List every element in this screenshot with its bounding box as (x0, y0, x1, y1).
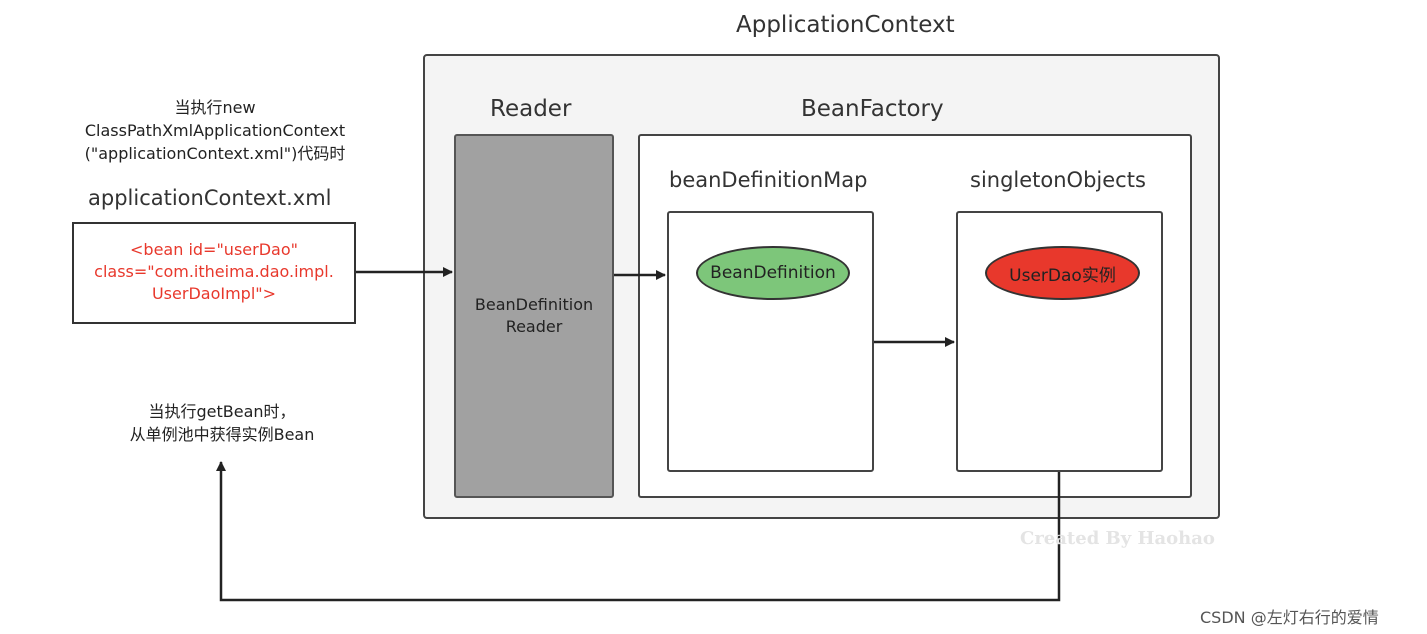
bean-definition-map-box (667, 211, 874, 472)
bean-definition-map-title: beanDefinitionMap (669, 168, 868, 192)
xml-file-title: applicationContext.xml (88, 186, 332, 210)
singleton-objects-box (956, 211, 1163, 472)
reader-label-line: Reader (505, 317, 563, 336)
user-dao-instance-label: UserDao实例 (1009, 265, 1116, 286)
watermark: Created By Haohao (1020, 528, 1215, 549)
bean-factory-title: BeanFactory (801, 96, 944, 122)
new-context-note: 当执行new ClassPathXmlApplicationContext ("… (60, 96, 370, 165)
reader-title: Reader (490, 96, 572, 122)
get-bean-note: 当执行getBean时， 从单例池中获得实例Bean (102, 400, 342, 446)
xml-line: <bean id="userDao" (130, 240, 298, 259)
user-dao-instance-node: UserDao实例 (985, 246, 1140, 300)
xml-file-box (72, 222, 356, 324)
application-context-title: ApplicationContext (736, 12, 955, 38)
reader-block (454, 134, 614, 498)
note-line: 当执行new (174, 98, 256, 117)
bean-definition-reader-label: BeanDefinition Reader (454, 294, 614, 338)
note-line: 当执行getBean时， (148, 402, 296, 421)
singleton-to-getbean-arrow (216, 461, 1061, 602)
note-line: ClassPathXmlApplicationContext (84, 121, 346, 140)
bean-definition-node: BeanDefinition (696, 246, 850, 300)
source-credit: CSDN @左灯右行的爱情 (1200, 608, 1379, 627)
xml-line: class="com.itheima.dao.impl. (94, 262, 334, 281)
note-line: ("applicationContext.xml")代码时 (84, 144, 346, 163)
bean-definition-label: BeanDefinition (710, 263, 836, 283)
xml-line: UserDaoImpl"> (151, 284, 277, 303)
note-line: 从单例池中获得实例Bean (129, 425, 315, 444)
xml-bean-snippet: <bean id="userDao" class="com.itheima.da… (72, 239, 356, 305)
reader-label-line: BeanDefinition (474, 295, 594, 314)
singleton-objects-title: singletonObjects (970, 168, 1146, 192)
